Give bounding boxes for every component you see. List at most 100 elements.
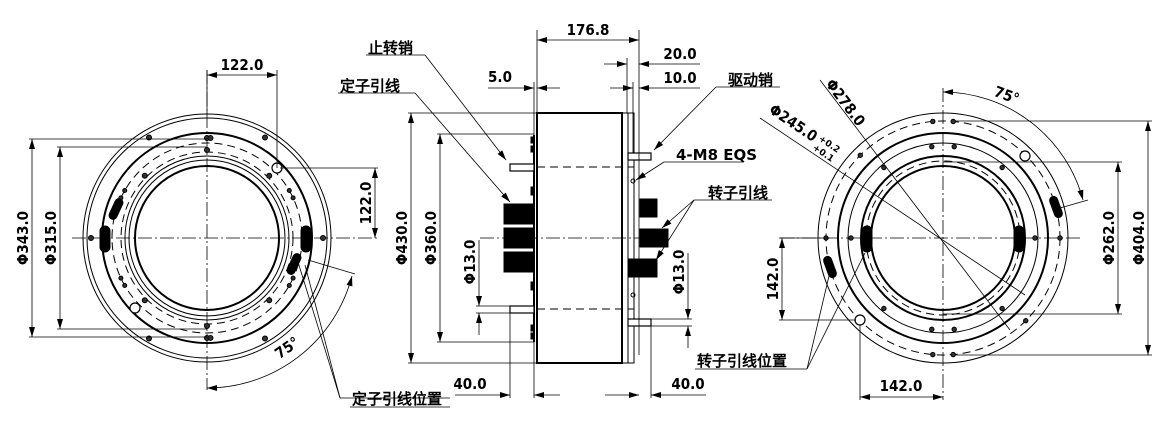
bolt-hole: [266, 172, 273, 179]
dim-360: Φ360.0: [422, 211, 440, 265]
leader-rotor-lead-pos: [806, 252, 866, 370]
leader-stop-pin: [424, 54, 507, 161]
dim-404: Φ404.0: [1130, 211, 1148, 265]
bolt-hole: [290, 275, 296, 281]
bolt-hole: [950, 351, 956, 358]
dim-430: Φ430.0: [393, 211, 411, 265]
bolt-hole: [118, 275, 124, 281]
dim-142-horizontal: 142.0: [880, 377, 923, 395]
front-pin-hole-lower: [129, 302, 141, 314]
drive-pin-lower: [627, 318, 652, 327]
dim-315: Φ315.0: [42, 211, 60, 265]
dim-343: Φ343.0: [14, 211, 32, 265]
bolt-hole: [266, 297, 273, 304]
bolt-hole: [999, 305, 1005, 312]
bolt-hole: [204, 323, 210, 329]
dim-245: Φ245.0: [766, 100, 821, 145]
label-stator-leads: 定子引线: [340, 77, 400, 95]
front-view: 122.0 122.0 Φ343.0 Φ315.0 75° 定子引线位置: [14, 56, 450, 408]
rotor-lead-block-1: [639, 198, 658, 218]
stator-lead-block-1: [503, 203, 535, 225]
front-lead-slot-upper-left: [108, 198, 124, 220]
bolt-hole: [1023, 318, 1029, 324]
label-rotor-lead-position: 转子引线位置: [697, 352, 787, 370]
leader-screws: [635, 161, 665, 181]
stator-tab: [530, 281, 535, 291]
leader-drive-pin: [653, 86, 717, 151]
side-view: 176.8 20.0 10.0 5.0 Φ430.0 Φ360.0 Φ13.0: [338, 21, 780, 398]
stop-pin-lower: [509, 305, 535, 314]
ext-line: [307, 259, 356, 275]
bolt-hole: [122, 283, 128, 288]
leader-rotor-lead-pos: [806, 275, 830, 370]
bolt-hole: [1057, 235, 1063, 241]
bolt-hole: [929, 326, 935, 333]
bolt-hole: [141, 172, 148, 179]
dim-13-right: Φ13.0: [670, 250, 688, 295]
bolt-hole: [881, 305, 887, 312]
bolt-hole: [951, 326, 957, 333]
leader-line: [297, 261, 450, 399]
ext-line: [1059, 199, 1089, 209]
screw-hole: [630, 292, 636, 298]
dim-5: 5.0: [488, 68, 512, 86]
angle-arc-75-front: [206, 275, 353, 391]
bolt-hole: [848, 235, 854, 241]
front-lead-slot-right: [300, 225, 312, 253]
bolt-hole: [930, 351, 936, 358]
bolt-hole: [950, 118, 956, 125]
bolt-hole: [207, 135, 214, 142]
angle-75-front: 75°: [272, 333, 303, 362]
dim-10: 10.0: [663, 69, 696, 87]
bolt-hole: [262, 134, 268, 141]
stator-tab: [530, 186, 535, 196]
bolt-hole: [207, 334, 214, 341]
dim-262: Φ262.0: [1100, 211, 1118, 265]
bolt-hole: [930, 118, 936, 125]
label-rotor-leads: 转子引线: [708, 184, 768, 202]
bolt-hole: [286, 188, 292, 193]
bolt-hole: [320, 235, 326, 241]
angle-arc-75-rear: [942, 89, 1084, 201]
stator-lead-block-2: [503, 227, 535, 249]
bolt-hole: [929, 143, 935, 150]
screw-hole: [630, 178, 636, 184]
bolt-hole: [122, 188, 128, 193]
bolt-hole: [857, 152, 863, 158]
stator-lead-block-3: [503, 251, 535, 273]
leader-stator-leads: [414, 92, 511, 203]
dim-20: 20.0: [663, 45, 696, 63]
front-lead-slot-lower-right: [286, 253, 302, 275]
bolt-hole: [141, 297, 148, 304]
stator-tab: [530, 324, 535, 332]
rear-pin-hole-lower: [854, 314, 866, 326]
dim-278: Φ278.0: [822, 76, 869, 130]
stator-tab: [530, 332, 535, 340]
rear-pin-hole-upper: [1019, 150, 1031, 162]
label-drive-pin: 驱动销: [728, 71, 773, 89]
bolt-hole: [1032, 235, 1038, 241]
dim-40-right: 40.0: [671, 375, 704, 393]
dim-13-left: Φ13.0: [461, 240, 479, 285]
dim-122-top: 122.0: [221, 56, 264, 74]
label-screws: 4-M8 EQS: [676, 146, 757, 164]
stop-pin-upper: [509, 163, 535, 172]
bolt-hole: [88, 235, 94, 241]
leader-rotor-leads: [655, 199, 695, 261]
leader-278: [819, 79, 1011, 331]
rear-lead-slot-lower-left: [823, 255, 837, 279]
leader-line: [304, 264, 341, 399]
dim-142-vertical: 142.0: [764, 258, 782, 301]
dim-122-right: 122.0: [357, 182, 375, 225]
front-lead-slot-left: [99, 225, 111, 253]
rear-lead-slot-left: [861, 225, 873, 253]
label-stop-pin: 止转销: [368, 39, 413, 57]
bolt-hole: [999, 164, 1005, 171]
drive-pin-upper: [627, 152, 652, 161]
angle-75-rear: 75°: [992, 82, 1022, 108]
stator-tab: [530, 136, 535, 144]
rear-lead-slot-right: [1013, 225, 1025, 253]
bolt-hole: [951, 143, 957, 150]
dim-176-8: 176.8: [567, 21, 610, 39]
